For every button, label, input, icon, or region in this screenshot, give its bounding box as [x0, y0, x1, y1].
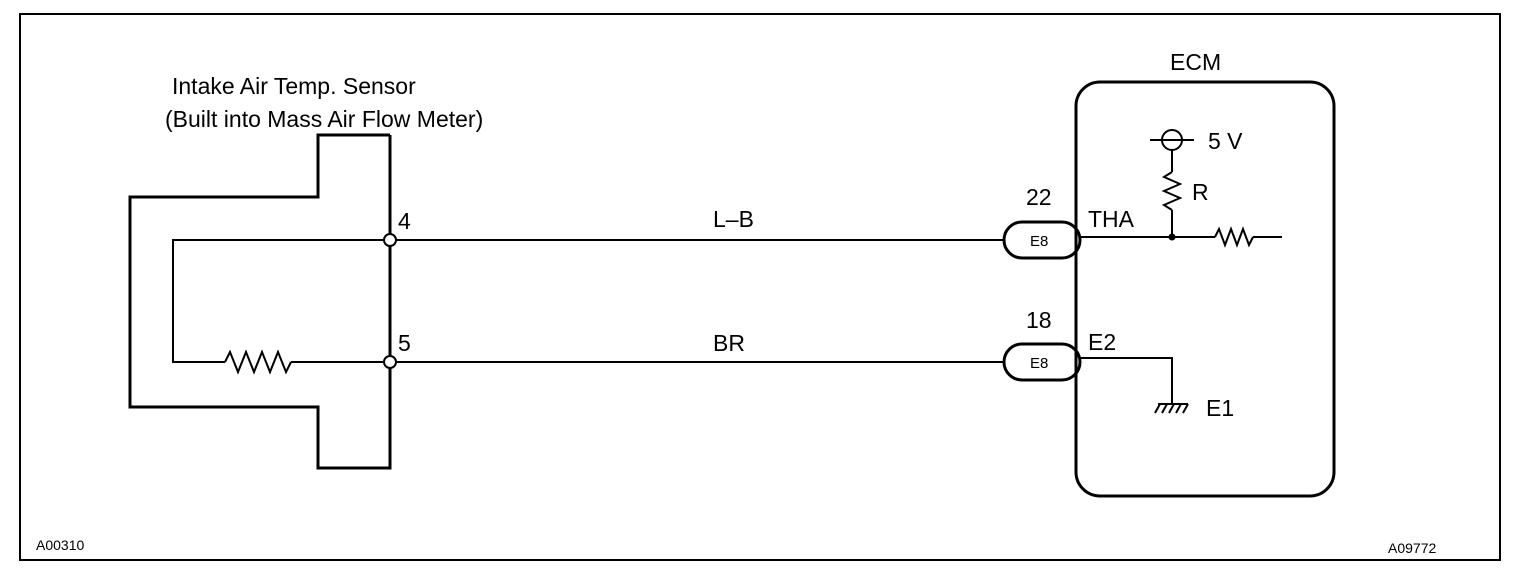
- resistor-r-label: R: [1192, 179, 1209, 205]
- pin-5-label: 5: [398, 330, 411, 356]
- ecm-box: [1074, 80, 1336, 498]
- connector-18-pin: 18: [1026, 307, 1052, 333]
- pin-4-label: 4: [398, 208, 411, 234]
- ecm-title: ECM: [1170, 49, 1221, 75]
- wire-br-label: BR: [713, 330, 745, 356]
- figure-code-left: A00310: [36, 537, 84, 553]
- connector-e8-bottom-label: E8: [1030, 355, 1048, 372]
- diagram-frame: [19, 13, 1501, 561]
- wire-lb-label: L–B: [713, 206, 754, 232]
- pin-4-terminal: [383, 233, 397, 247]
- ground-icon: [1154, 403, 1189, 414]
- connector-e8-top-label: E8: [1030, 233, 1048, 250]
- connector-e8-top: [1002, 220, 1082, 260]
- ecm-internal-resistor: [1214, 226, 1282, 248]
- supply-5v-label: 5 V: [1208, 128, 1243, 154]
- sensor-subtitle: (Built into Mass Air Flow Meter): [165, 106, 483, 132]
- ecm-e2-label: E2: [1088, 329, 1116, 355]
- sensor-thermistor: [172, 239, 390, 375]
- sensor-housing: [128, 133, 392, 470]
- sensor-title: Intake Air Temp. Sensor: [172, 73, 416, 99]
- pull-up-resistor: [1161, 150, 1183, 237]
- figure-code-right: A09772: [1388, 540, 1436, 556]
- pin-5-terminal: [383, 355, 397, 369]
- ground-e1-label: E1: [1206, 395, 1234, 421]
- connector-22-pin: 22: [1026, 184, 1052, 210]
- connector-e8-bottom: [1002, 342, 1082, 382]
- ecm-tha-label: THA: [1088, 206, 1135, 232]
- supply-5v-icon: [1150, 129, 1194, 151]
